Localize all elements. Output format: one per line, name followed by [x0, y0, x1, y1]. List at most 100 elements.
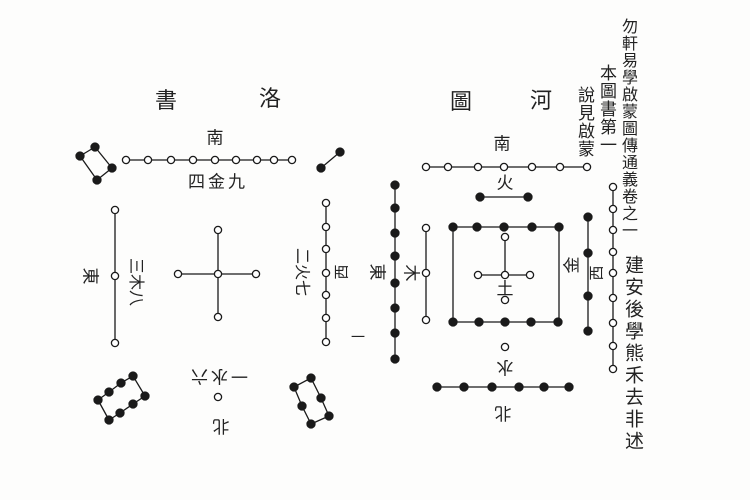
hetu-eight-dot — [390, 228, 400, 238]
luoshu-side-mark: 一 — [351, 330, 365, 346]
hetu-six-dot — [514, 382, 524, 392]
hetu-water-label: 水 — [496, 356, 514, 377]
hetu-ten-top-dot — [554, 222, 564, 232]
hetu-four-dot — [583, 326, 593, 336]
hetu-nine-dot — [608, 204, 618, 214]
hetu-six-dot — [432, 382, 442, 392]
luoshu-two-dot — [316, 163, 326, 173]
luoshu-seven-dot — [321, 290, 331, 300]
hetu-nine-dot — [608, 268, 618, 278]
luoshu-eight-dot — [140, 391, 150, 401]
luoshu-five-dot — [213, 312, 223, 322]
main-title: 勿軒易學啟蒙圖傳通義卷之一 — [619, 18, 638, 239]
luoshu-eight-dot — [115, 408, 125, 418]
luoshu-six-dot — [316, 393, 326, 403]
hetu-five-dot — [500, 232, 510, 242]
hetu-nine-dot — [608, 182, 618, 192]
luoshu-north-label: 北 — [212, 415, 230, 436]
luoshu-south-numbers: 四金九 — [188, 172, 248, 193]
hetu-seven-dot — [421, 162, 431, 172]
hetu-five-dot — [473, 270, 483, 280]
note: 說見啟蒙 — [574, 86, 594, 158]
hetu-seven-dot — [527, 162, 537, 172]
hetu-ten-bottom-dot — [526, 317, 536, 327]
hetu-title-he: 河 — [529, 89, 553, 114]
luoshu-east-numbers: 三木八 — [127, 257, 146, 307]
luoshu-seven-dot — [321, 198, 331, 208]
hetu-three-dot — [421, 223, 431, 233]
hetu-eight-dot — [390, 328, 400, 338]
luoshu-nine-dot — [143, 155, 153, 165]
luoshu-six-dot — [297, 401, 307, 411]
luoshu-six-dot — [289, 382, 299, 392]
hetu-ten-bottom-dot — [448, 317, 458, 327]
luoshu-four-dot — [107, 163, 117, 173]
hetu-fire-label: 火 — [496, 173, 514, 194]
luoshu-three-dot — [110, 271, 120, 281]
hetu-three-dot — [421, 315, 431, 325]
hetu-seven-dot — [473, 162, 483, 172]
luoshu-seven-dot — [321, 337, 331, 347]
hetu-six-dot — [539, 382, 549, 392]
luoshu-west-numbers: 二火七 — [293, 247, 312, 297]
hetu-nine-dot — [608, 225, 618, 235]
luoshu-north-numbers: 一水六 — [188, 365, 248, 386]
luoshu-eight-dot — [104, 387, 114, 397]
luoshu-seven-dot — [321, 268, 331, 278]
luoshu-south-label: 南 — [206, 128, 224, 149]
luoshu-nine-dot — [231, 155, 241, 165]
hetu-nine-dot — [608, 247, 618, 257]
hetu-eight-dot — [390, 354, 400, 364]
luoshu-seven-dot — [321, 313, 331, 323]
luoshu-four-dot — [90, 142, 100, 152]
luoshu-six-dot — [306, 419, 316, 429]
hetu-ten-bottom-dot — [500, 317, 510, 327]
hetu-eight-dot — [390, 203, 400, 213]
luoshu-nine-dot — [188, 155, 198, 165]
luoshu-nine-dot — [121, 155, 131, 165]
hetu-seven-dot — [582, 162, 592, 172]
hetu-west-label: 西 — [587, 265, 606, 281]
hetu-four-dot — [583, 212, 593, 222]
hetu-five-dot — [500, 270, 510, 280]
hetu-ten-bottom-dot — [553, 317, 563, 327]
hetu-ten-top-dot — [527, 222, 537, 232]
section-title: 本圖書第一 — [596, 64, 616, 154]
hetu-east-label: 東 — [366, 263, 387, 281]
hetu-five-dot — [500, 295, 510, 305]
hetu-eight-dot — [390, 303, 400, 313]
hetu-ten-top-dot — [472, 222, 482, 232]
luoshu-six-dot — [324, 411, 334, 421]
hetu-nine-dot — [608, 318, 618, 328]
luoshu-seven-dot — [321, 244, 331, 254]
hetu-wood-label: 木 — [400, 264, 421, 282]
hetu-eight-dot — [390, 251, 400, 261]
luoshu-six-dot — [306, 373, 316, 383]
luoshu-four-dot — [75, 151, 85, 161]
luoshu-one-dot — [213, 392, 223, 402]
hetu-seven-dot — [443, 162, 453, 172]
hetu-four-dot — [583, 248, 593, 258]
hetu-five-dot — [525, 270, 535, 280]
hetu-south-label: 南 — [493, 134, 511, 155]
luoshu-nine-dot — [166, 155, 176, 165]
hetu-eight-dot — [390, 278, 400, 288]
luoshu-west-label: 西 — [332, 264, 351, 280]
luoshu-eight-dot — [93, 395, 103, 405]
hetu-two-dot — [523, 192, 533, 202]
hetu-nine-dot — [608, 293, 618, 303]
luoshu-east-label: 東 — [79, 267, 100, 285]
hetu-six-dot — [564, 382, 574, 392]
luoshu-four-dot — [92, 175, 102, 185]
luoshu-title-shu: 書 — [154, 89, 178, 114]
hetu-seven-dot — [499, 162, 509, 172]
hetu-eight-dot — [390, 180, 400, 190]
hetu-one-dot — [500, 342, 510, 352]
luoshu-nine-dot — [287, 155, 297, 165]
luoshu-eight-dot — [116, 378, 126, 388]
hetu-title-tu: 圖 — [449, 90, 473, 115]
luoshu-five-dot — [173, 269, 183, 279]
hetu-six-dot — [459, 382, 469, 392]
luoshu-eight-dot — [104, 415, 114, 425]
